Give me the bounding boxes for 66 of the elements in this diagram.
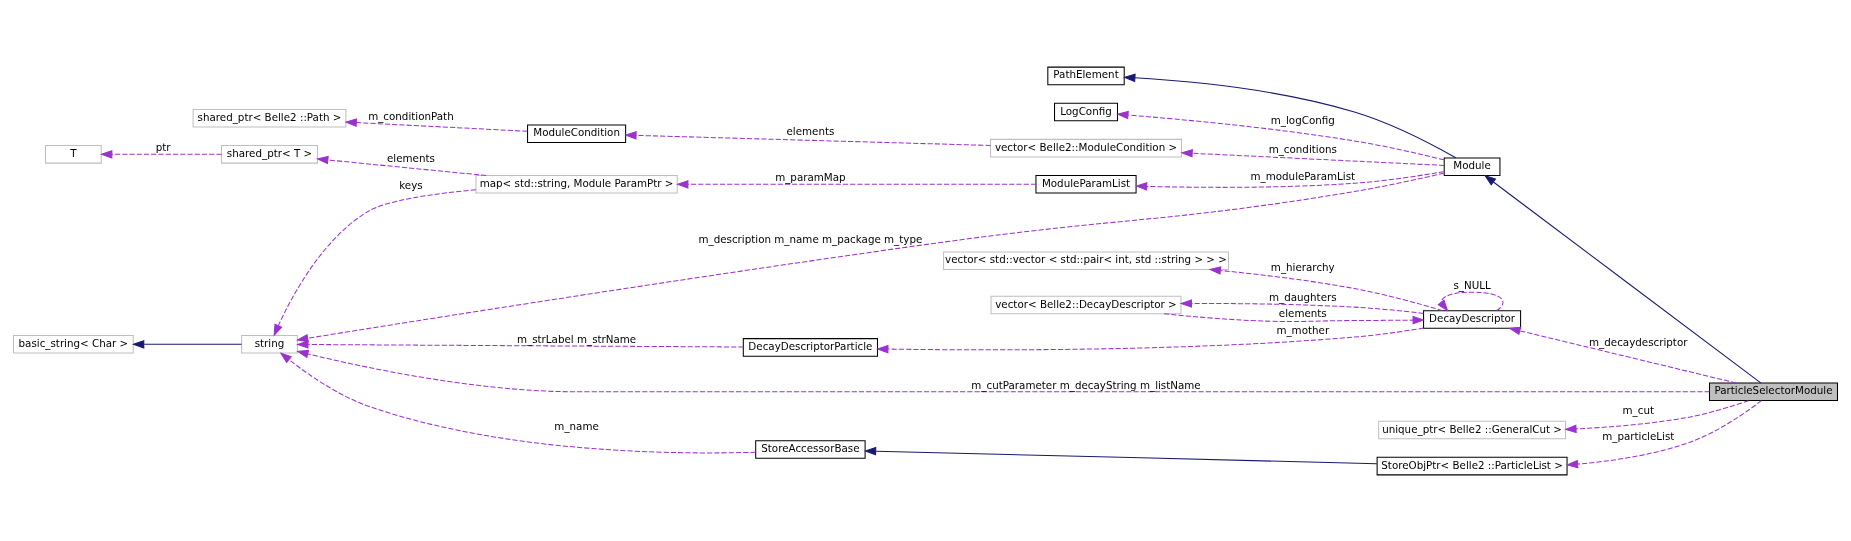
node-box: StoreObjPtr< Belle2 ::ParticleList >: [1376, 456, 1568, 475]
edge-label: keys: [399, 178, 423, 191]
node-box: PathElement: [1047, 66, 1125, 85]
node-box: vector< Belle2::DecayDescriptor >: [990, 295, 1182, 314]
node-box: LogConfig: [1054, 102, 1118, 121]
node-box: shared_ptr< Belle2 ::Path >: [192, 108, 347, 127]
node-box: DecayDescriptorParticle: [742, 337, 878, 357]
node-box: ParticleSelectorModule: [1709, 382, 1838, 401]
arrow: [1163, 312, 1425, 324]
edge-label: ptr: [155, 140, 171, 153]
edge-label: m_paramMap: [775, 170, 846, 183]
edge-label: elements: [386, 151, 435, 164]
edge-label: elements: [786, 124, 835, 137]
arrow: [1123, 73, 1457, 158]
arrow: [1116, 110, 1445, 160]
edge-label: m_cut: [1622, 403, 1654, 416]
node-box: vector< std::vector < std::pair< int, std ::string > > >: [943, 250, 1229, 270]
arrow: [863, 446, 1378, 464]
node-box: vector< Belle2::ModuleCondition >: [990, 138, 1182, 157]
edge-label: m_logConfig: [1270, 113, 1335, 126]
arrow: [273, 188, 477, 337]
arrow: [1134, 170, 1445, 191]
node-box: unique_ptr< Belle2 ::GeneralCut >: [1378, 420, 1566, 439]
edge-label: m_daughters: [1268, 290, 1337, 303]
arrow: [279, 351, 756, 453]
arrow: [296, 339, 744, 349]
edge-label: m_moduleParamList: [1250, 169, 1356, 182]
arrow: [316, 155, 487, 176]
node-box: shared_ptr< T >: [221, 144, 318, 164]
arrow: [1180, 148, 1445, 166]
edge-label: m_cutParameter m_decayString m_listName: [971, 378, 1201, 391]
arrow: [676, 179, 1037, 189]
node-box: Module: [1443, 156, 1501, 176]
edge-label: m_description m_name m_package m_type: [698, 232, 923, 245]
node-box: string: [241, 334, 298, 354]
arrow: [99, 149, 222, 159]
arrow: [1483, 174, 1762, 383]
node-box: StoreAccessorBase: [755, 439, 866, 459]
arrow: [1564, 399, 1749, 433]
node-box: ModuleParamList: [1035, 174, 1137, 194]
arrow: [295, 172, 1445, 342]
arrow: [876, 327, 1425, 353]
node-box: basic_string< Char >: [13, 334, 134, 354]
arrow: [1208, 265, 1444, 311]
arrow: [1508, 326, 1737, 383]
edge-label: m_conditionPath: [368, 109, 454, 122]
edge-label: s_NULL: [1453, 278, 1491, 291]
edge-label: m_particleList: [1602, 429, 1675, 442]
arrow: [131, 339, 242, 349]
arrow: [1565, 399, 1762, 468]
node-box: DecayDescriptor: [1423, 309, 1522, 329]
arrow: [1179, 298, 1424, 314]
arrow: [624, 130, 991, 146]
node-box: ModuleCondition: [527, 123, 627, 143]
arrow: [1437, 291, 1504, 312]
edge-label: m_decaydescriptor: [1589, 335, 1688, 348]
edge-label: m_mother: [1276, 323, 1330, 336]
arrow: [296, 349, 1710, 392]
edge-label: m_name: [554, 419, 599, 432]
edge-label: m_conditions: [1268, 142, 1337, 155]
node-box: T: [45, 144, 102, 164]
edge-label: m_strLabel m_strName: [516, 332, 637, 345]
arrow: [344, 117, 528, 132]
edge-label: m_hierarchy: [1270, 260, 1335, 273]
edge-label: elements: [1278, 306, 1327, 319]
node-box: map< std::string, Module ParamPtr >: [475, 174, 678, 194]
